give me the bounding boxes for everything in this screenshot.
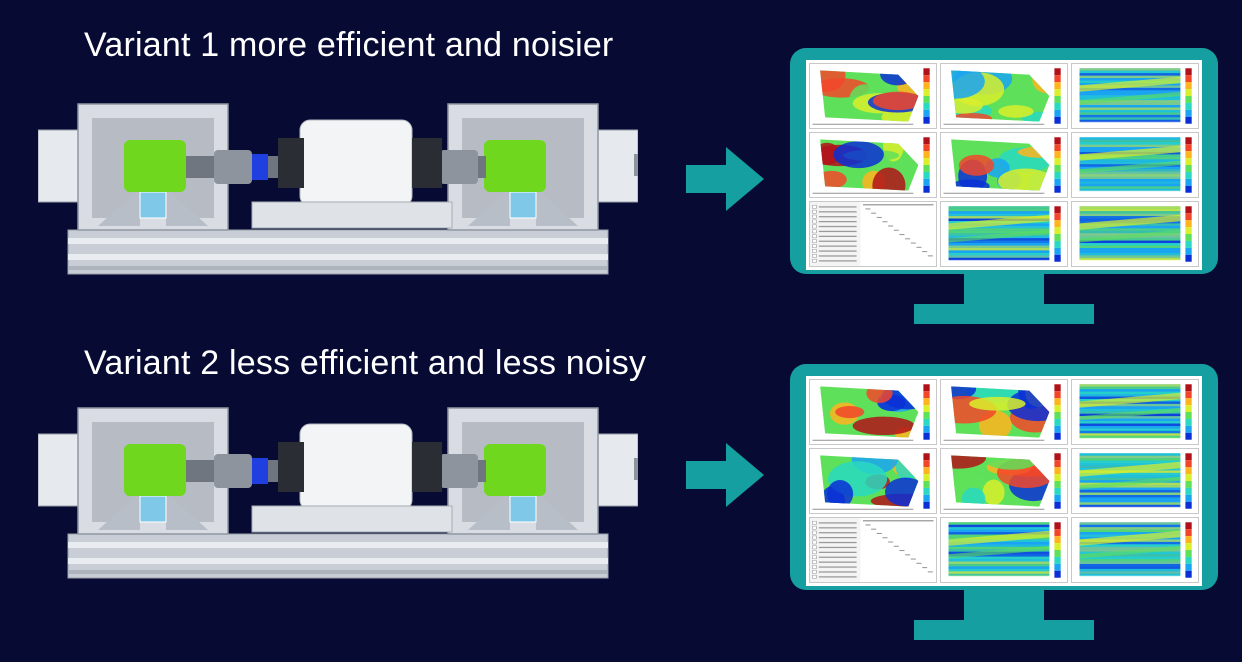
arrow-right-icon <box>686 147 764 211</box>
channel-table <box>809 517 937 583</box>
variant-2-title: Variant 2 less efficient and less noisy <box>84 344 647 382</box>
monitor-icon <box>790 48 1218 328</box>
contour-plot <box>940 379 1068 445</box>
test-rig-image-variant-1 <box>38 103 638 275</box>
analysis-screen-variant-2 <box>806 376 1202 586</box>
contour-plot <box>809 63 937 129</box>
spectrogram-plot <box>1071 379 1199 445</box>
spectrogram-plot <box>1071 132 1199 198</box>
contour-plot <box>940 132 1068 198</box>
spectrogram-plot <box>1071 517 1199 583</box>
contour-plot <box>940 63 1068 129</box>
spectrogram-plot <box>1071 201 1199 267</box>
channel-table <box>809 201 937 267</box>
arrow-right-icon <box>686 443 764 507</box>
contour-plot <box>809 448 937 514</box>
contour-plot <box>809 379 937 445</box>
spectrogram-plot <box>1071 63 1199 129</box>
contour-plot <box>809 132 937 198</box>
test-rig-image-variant-2 <box>38 407 638 579</box>
spectrogram-plot <box>940 201 1068 267</box>
variant-1-title: Variant 1 more efficient and noisier <box>84 26 614 64</box>
contour-plot <box>940 448 1068 514</box>
spectrogram-plot <box>1071 448 1199 514</box>
spectrogram-plot <box>940 517 1068 583</box>
monitor-icon <box>790 364 1218 644</box>
analysis-screen-variant-1 <box>806 60 1202 270</box>
